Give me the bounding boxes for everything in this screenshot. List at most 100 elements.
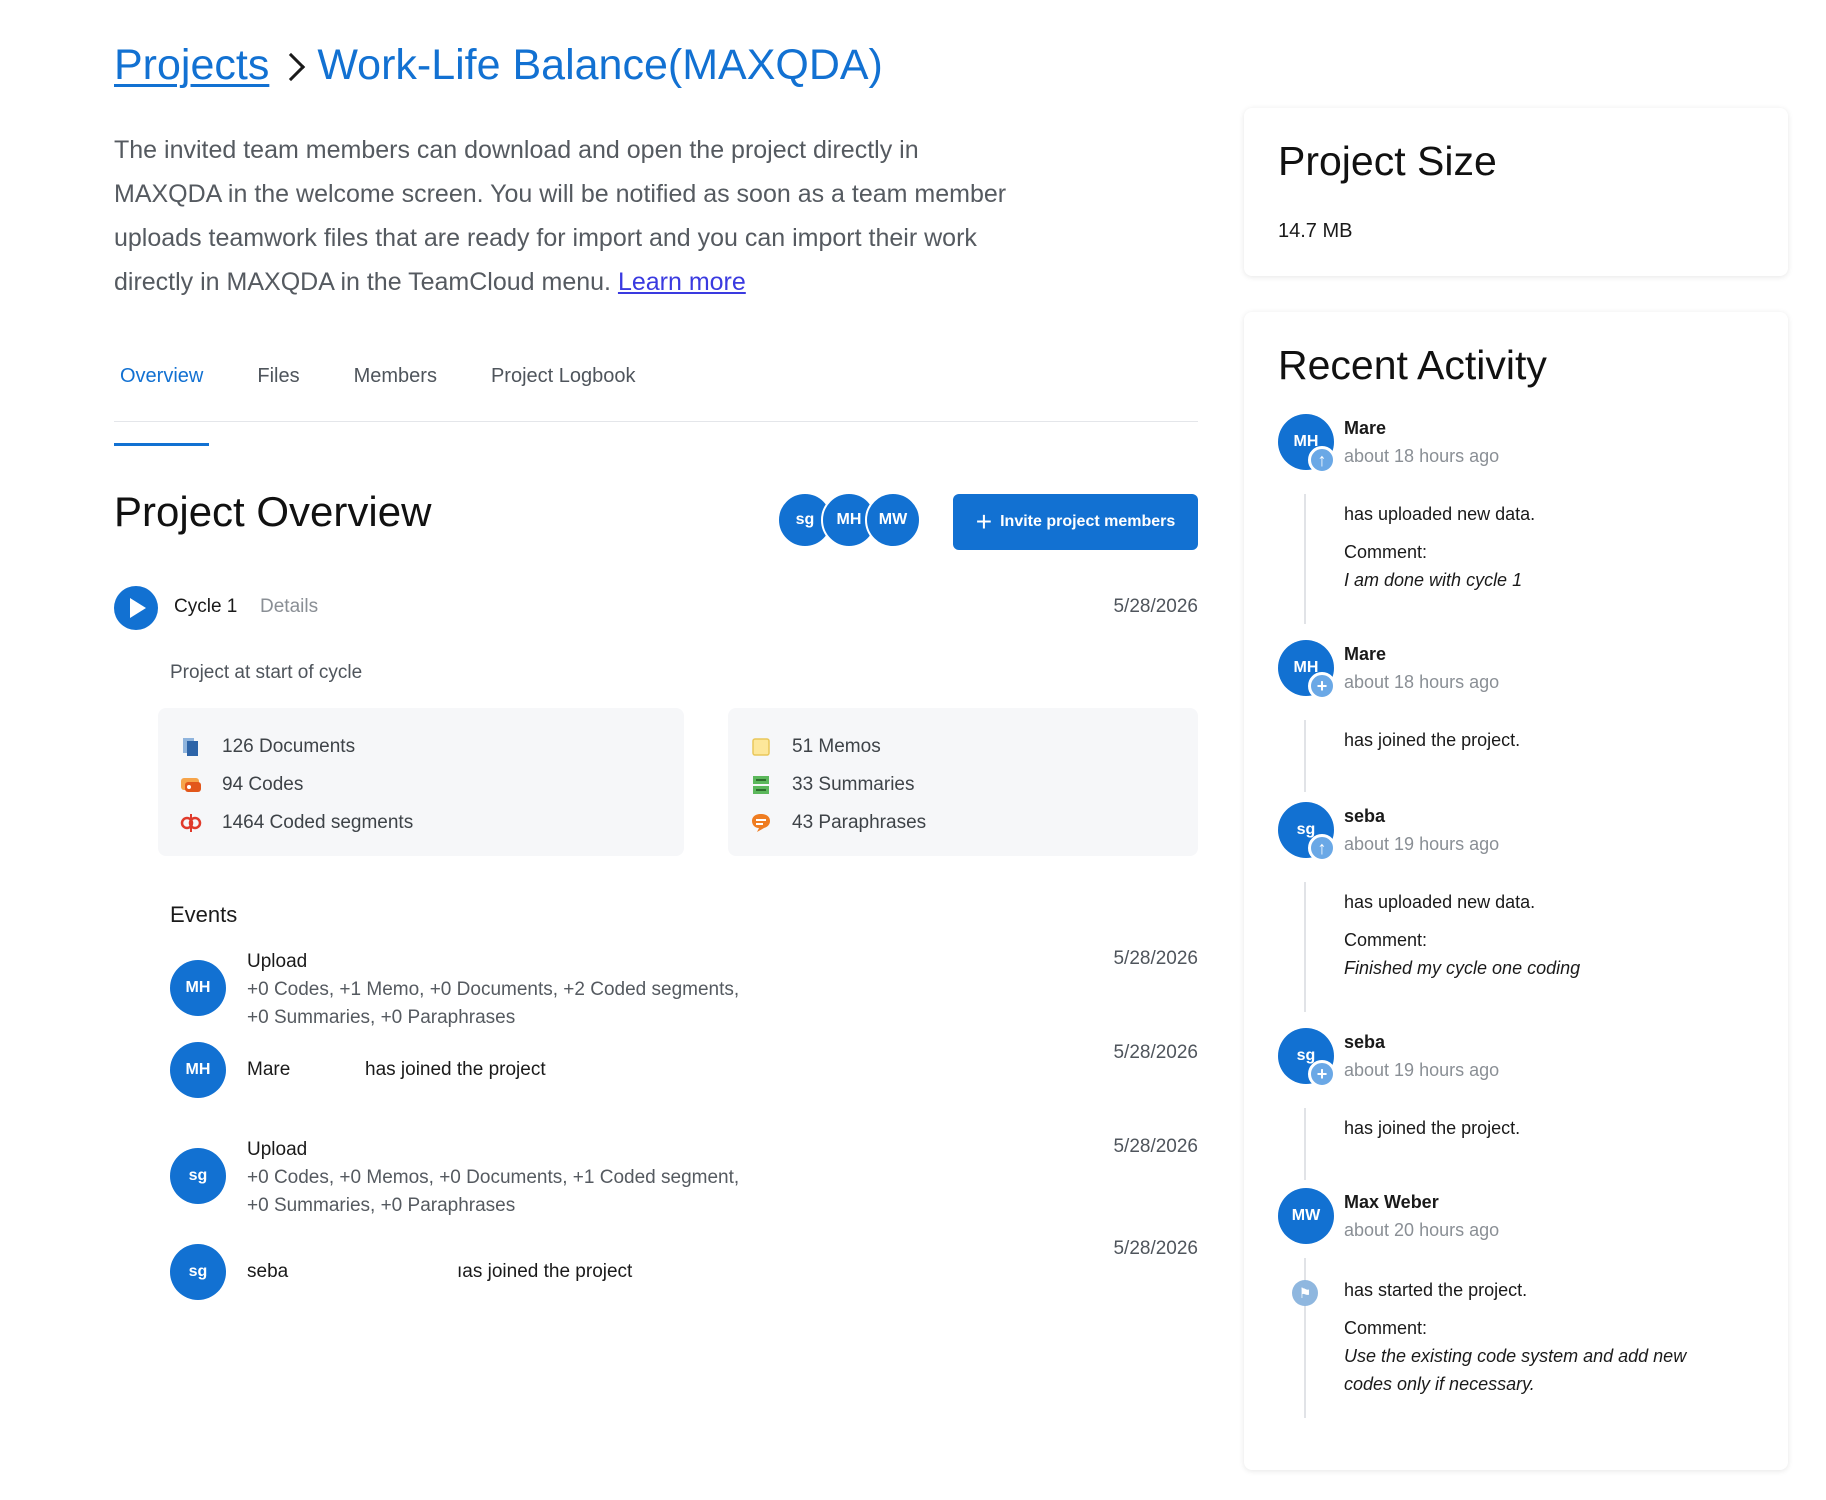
- avatar: MW: [1278, 1188, 1334, 1244]
- event-user-name: Mare: [247, 1059, 291, 1080]
- activity-item: sg + seba about 19 hours ago has joined …: [1278, 1028, 1758, 1180]
- event-detail: +0 Codes, +1 Memo, +0 Documents, +2 Code…: [247, 979, 740, 1000]
- invite-button-label: Invite project members: [1000, 513, 1176, 530]
- timeline-line: [1304, 882, 1306, 1012]
- stat-coded-segments: 1464 Coded segments: [180, 804, 662, 842]
- cycle-date: 5/28/2026: [1113, 596, 1198, 617]
- activity-item: MH + Mare about 18 hours ago has joined …: [1278, 640, 1758, 792]
- avatar[interactable]: MW: [865, 492, 921, 548]
- activity-time: about 19 hours ago: [1344, 834, 1500, 854]
- avatar: sg: [170, 1244, 226, 1300]
- event-detail: +0 Summaries, +0 Paraphrases: [247, 1007, 516, 1028]
- avatar: MH: [170, 1042, 226, 1098]
- recent-activity-card: Recent Activity MH ↑ Mare about 18 hours…: [1244, 312, 1788, 1470]
- comment-label: Comment:: [1344, 1318, 1428, 1338]
- event-title: Upload: [247, 951, 308, 972]
- stat-text: 126 Documents: [222, 736, 356, 757]
- comment-label: Comment:: [1344, 542, 1428, 562]
- event-date: 5/28/2026: [1113, 1136, 1198, 1157]
- activity-user-name: Max Weber: [1344, 1192, 1439, 1212]
- project-size-card: Project Size 14.7 MB: [1244, 108, 1788, 276]
- activity-user-name: Mare: [1344, 644, 1387, 664]
- event-action: ıas joined the project: [457, 1261, 633, 1282]
- stat-text: 43 Paraphrases: [792, 812, 927, 833]
- avatar: sg: [170, 1148, 226, 1204]
- stats-card-left: 126 Documents 94 Codes 1464 Coded segmen…: [158, 708, 684, 856]
- page-title: Work-Life Balance(MAXQDA): [317, 41, 883, 89]
- main-content: Projects Work-Life Balance(MAXQDA) The i…: [114, 36, 1198, 1308]
- list-item: sg Upload +0 Codes, +0 Memos, +0 Documen…: [170, 1136, 1198, 1238]
- event-detail: +0 Codes, +0 Memos, +0 Documents, +1 Cod…: [247, 1167, 740, 1188]
- stat-codes: 94 Codes: [180, 766, 662, 804]
- activity-text: has uploaded new data.: [1344, 892, 1536, 912]
- activity-text: has uploaded new data.: [1344, 504, 1536, 524]
- invite-project-members-button[interactable]: + Invite project members: [953, 494, 1198, 550]
- event-title: Upload: [247, 1139, 308, 1160]
- event-user-name: seba: [247, 1261, 289, 1282]
- comment-text: Finished my cycle one coding: [1344, 958, 1581, 978]
- plus-icon: +: [975, 506, 993, 537]
- activity-time: about 19 hours ago: [1344, 1060, 1500, 1080]
- cycle-label: Cycle 1: [174, 596, 238, 617]
- upload-icon: ↑: [1308, 834, 1336, 862]
- codes-icon: [180, 775, 202, 795]
- memos-icon: [750, 737, 772, 757]
- breadcrumb-projects-link[interactable]: Projects: [114, 41, 270, 89]
- cycle-row: Cycle 1 Details 5/28/2026: [114, 572, 1198, 652]
- activity-text: has started the project.: [1344, 1280, 1528, 1300]
- summaries-icon: [750, 775, 772, 795]
- overview-header: Project Overview sg MH MW + Invite proje…: [114, 422, 1198, 552]
- activity-time: about 20 hours ago: [1344, 1220, 1500, 1240]
- tab-overview[interactable]: Overview: [114, 354, 210, 446]
- stats-card-right: 51 Memos 33 Summaries 43 Paraphrases: [728, 708, 1198, 856]
- comment-label: Comment:: [1344, 930, 1428, 950]
- avatar: MH: [170, 960, 226, 1016]
- comment-text: Use the existing code system and add new: [1344, 1346, 1687, 1366]
- plus-icon: +: [1308, 672, 1336, 700]
- activity-item: MW Max Weber about 20 hours ago ⚑ has st…: [1278, 1188, 1758, 1428]
- stat-memos: 51 Memos: [750, 728, 1176, 766]
- plus-icon: +: [1308, 1060, 1336, 1088]
- breadcrumb: Projects Work-Life Balance(MAXQDA): [114, 36, 1198, 94]
- tab-bar: Overview Files Members Project Logbook: [114, 354, 1198, 446]
- tab-project-logbook[interactable]: Project Logbook: [490, 365, 636, 387]
- stat-documents: 126 Documents: [180, 728, 662, 766]
- activity-text: has joined the project.: [1344, 730, 1521, 750]
- documents-icon: [180, 737, 202, 757]
- play-icon[interactable]: [114, 586, 158, 630]
- upload-icon: ↑: [1308, 446, 1336, 474]
- timeline-line: [1304, 1258, 1306, 1418]
- activity-item: MH ↑ Mare about 18 hours ago has uploade…: [1278, 414, 1758, 624]
- activity-item: sg ↑ seba about 19 hours ago has uploade…: [1278, 802, 1758, 1012]
- activity-time: about 18 hours ago: [1344, 446, 1500, 466]
- intro-text: The invited team members can download an…: [114, 136, 1007, 296]
- member-avatars[interactable]: sg MH MW: [777, 492, 921, 548]
- tab-files[interactable]: Files: [257, 365, 300, 387]
- activity-user-name: seba: [1344, 806, 1386, 826]
- intro-paragraph: The invited team members can download an…: [114, 128, 1024, 304]
- list-item: MH Upload +0 Codes, +1 Memo, +0 Document…: [170, 948, 1198, 1042]
- event-detail: +0 Summaries, +0 Paraphrases: [247, 1195, 516, 1216]
- timeline-line: [1304, 494, 1306, 624]
- flag-icon: ⚑: [1292, 1280, 1318, 1306]
- activity-user-name: Mare: [1344, 418, 1387, 438]
- cycle-details-link[interactable]: Details: [260, 596, 319, 617]
- project-size-value: 14.7 MB: [1278, 220, 1353, 242]
- activity-user-name: seba: [1344, 1032, 1386, 1052]
- comment-text: codes only if necessary.: [1344, 1374, 1535, 1394]
- events-title: Events: [170, 902, 238, 927]
- learn-more-link[interactable]: Learn more: [617, 268, 746, 296]
- event-date: 5/28/2026: [1113, 1042, 1198, 1063]
- stat-text: 1464 Coded segments: [222, 812, 414, 833]
- cycle-start-label: Project at start of cycle: [170, 662, 363, 683]
- stat-text: 94 Codes: [222, 774, 304, 795]
- project-size-title: Project Size: [1278, 138, 1497, 184]
- timeline-line: [1304, 1108, 1306, 1180]
- timeline-line: [1304, 720, 1306, 792]
- coded-segments-icon: [180, 813, 202, 833]
- overview-title: Project Overview: [114, 488, 432, 535]
- tab-members[interactable]: Members: [353, 365, 437, 387]
- activity-time: about 18 hours ago: [1344, 672, 1500, 692]
